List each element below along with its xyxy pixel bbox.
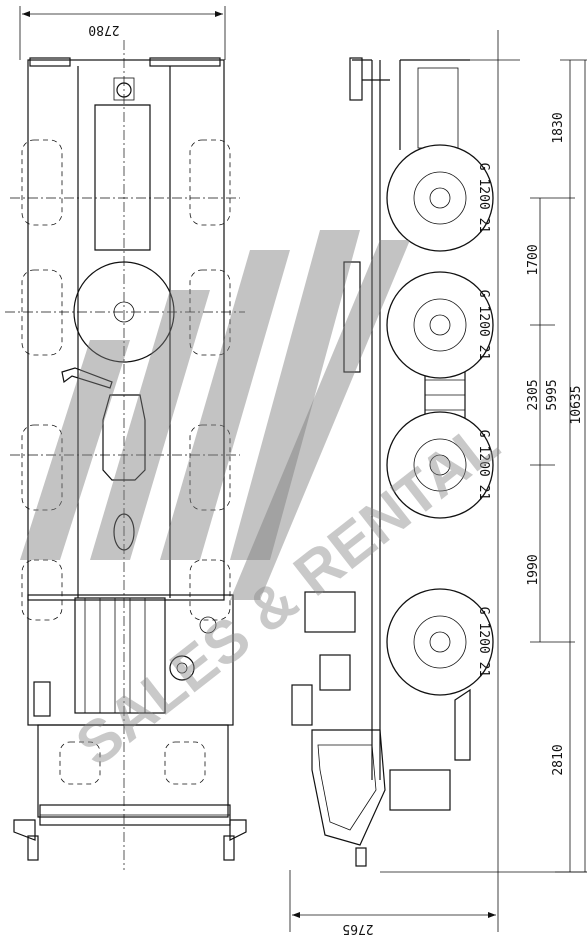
dim-1830: 1830: [551, 112, 566, 143]
tire-label-4: G 1200 21: [476, 607, 491, 677]
dim-5995: 5995: [545, 379, 560, 410]
top-cab: [13, 594, 247, 861]
top-width-label: 2780: [88, 22, 119, 37]
tire-label-3: G 1200 21: [476, 430, 491, 500]
side-frame: [343, 57, 470, 780]
side-width-dimension: 2765: [292, 912, 496, 936]
tire-label-2: G 1200 21: [476, 290, 491, 360]
dim-1990: 1990: [526, 554, 541, 585]
side-view: G 1200 21 G 1200 21 G 1200 21 G 1200 21: [289, 30, 587, 936]
side-width-label: 2765: [342, 921, 373, 936]
top-wheel-outlines: [21, 139, 231, 621]
side-dimension-chain: 1830 1700 2305 1990 2810 5995 10635: [526, 59, 587, 873]
tire-axle-2: G 1200 21: [386, 271, 494, 379]
top-center-lines: [5, 40, 245, 870]
tire-label-1: G 1200 21: [476, 163, 491, 233]
dim-2305: 2305: [526, 379, 541, 410]
dim-1700: 1700: [526, 244, 541, 275]
tire-axle-4: G 1200 21: [386, 588, 494, 696]
top-view: 2780: [5, 6, 247, 870]
side-cab: [291, 591, 471, 867]
dim-10635: 10635: [569, 385, 584, 424]
dim-2810: 2810: [551, 744, 566, 775]
tire-axle-1: G 1200 21: [386, 144, 494, 252]
top-width-dimension: 2780: [19, 6, 226, 60]
tire-axle-3: G 1200 21: [386, 411, 494, 519]
